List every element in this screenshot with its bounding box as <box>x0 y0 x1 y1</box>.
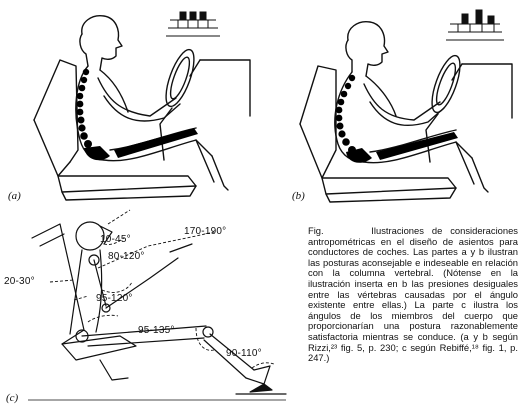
panel-a-drawing <box>34 16 250 200</box>
panel-a-label: (a) <box>8 190 21 202</box>
panel-b-spine <box>336 75 458 163</box>
panel-c-label: (c) <box>6 392 18 404</box>
panel-b-label: (b) <box>292 190 305 202</box>
angle-label-neck: 10-45° <box>100 234 131 245</box>
angle-label-back: 20-30° <box>4 276 35 287</box>
figure-caption: Fig. Ilustraciones de consideraciones an… <box>308 226 518 364</box>
panel-c-drawing <box>32 222 286 394</box>
panel-a-spine <box>77 69 198 160</box>
angle-label-elbow: 80-120° <box>108 251 145 262</box>
panel-b-inset <box>446 10 504 40</box>
angle-label-knee: 95-135° <box>138 325 175 336</box>
panel-b-drawing <box>300 22 512 202</box>
angle-label-hip: 95-120° <box>96 293 133 304</box>
caption-text: Ilustraciones de consideraciones antropo… <box>308 225 518 363</box>
angle-label-ankle: 90-110° <box>226 348 262 359</box>
caption-fig-tag: Fig. <box>308 225 324 236</box>
panel-c-angle-arcs <box>50 210 274 368</box>
panel-a-inset <box>166 12 220 36</box>
angle-label-wrist: 170-190° <box>184 226 226 237</box>
